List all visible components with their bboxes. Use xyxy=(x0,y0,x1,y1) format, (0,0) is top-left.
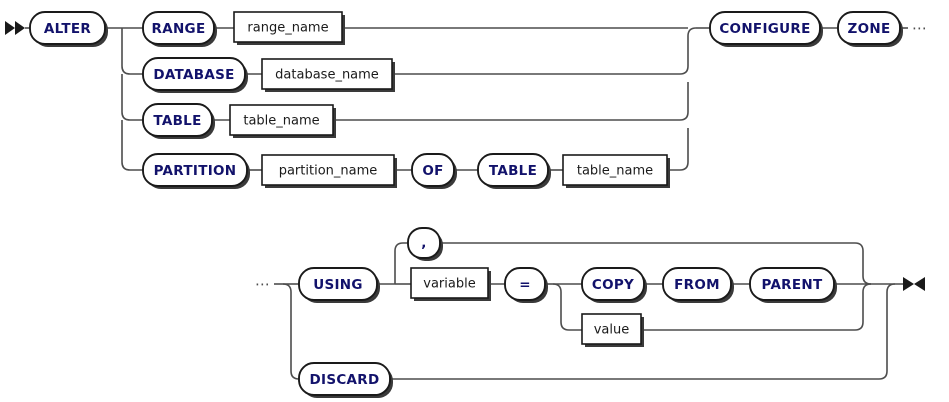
rail-partition-tail xyxy=(667,128,689,171)
node-table-label: TABLE xyxy=(153,113,201,129)
node-equals[interactable]: = xyxy=(504,267,548,303)
node-table-name-2-label: table_name xyxy=(577,164,653,179)
rail-discard-tail xyxy=(390,283,896,380)
node-parent-label: PARENT xyxy=(761,277,823,293)
node-configure[interactable]: CONFIGURE xyxy=(709,11,823,47)
rail-value-tail xyxy=(641,283,872,331)
node-configure-label: CONFIGURE xyxy=(719,21,810,37)
node-alter[interactable]: ALTER xyxy=(29,11,108,47)
node-database-name-label: database_name xyxy=(275,68,379,83)
node-of-label: OF xyxy=(422,163,443,179)
node-table-name-2[interactable]: table_name xyxy=(562,154,670,188)
node-value-label: value xyxy=(594,323,630,338)
node-zone[interactable]: ZONE xyxy=(837,11,903,47)
node-table-name-label: table_name xyxy=(243,114,319,129)
node-table[interactable]: TABLE xyxy=(142,103,215,139)
node-partition-name-label: partition_name xyxy=(279,164,378,179)
end-marker xyxy=(903,277,925,291)
continuation-after-zone: ⋯ xyxy=(912,19,928,37)
node-copy-label: COPY xyxy=(592,277,634,293)
node-from-label: FROM xyxy=(674,277,720,293)
node-discard-label: DISCARD xyxy=(309,372,379,388)
continuation-before-using: ⋯ xyxy=(255,275,271,293)
node-database[interactable]: DATABASE xyxy=(142,57,248,93)
rail-fan-partition xyxy=(121,120,143,171)
rail-to-value xyxy=(552,283,582,331)
rail-table-tail xyxy=(333,82,689,121)
node-table-2[interactable]: TABLE xyxy=(477,153,551,189)
bottom-rails xyxy=(274,242,903,380)
node-range-name[interactable]: range_name xyxy=(233,11,345,45)
node-comma-label: , xyxy=(421,235,426,251)
node-range[interactable]: RANGE xyxy=(142,11,217,47)
node-zone-label: ZONE xyxy=(848,21,891,37)
node-range-name-label: range_name xyxy=(247,21,328,36)
start-marker xyxy=(5,21,25,35)
node-copy[interactable]: COPY xyxy=(581,267,647,303)
rail-loop-return xyxy=(440,242,872,285)
top-rails xyxy=(25,27,908,171)
node-of[interactable]: OF xyxy=(411,153,457,189)
node-partition[interactable]: PARTITION xyxy=(142,153,250,189)
rail-database-tail xyxy=(392,27,697,75)
node-using[interactable]: USING xyxy=(298,267,380,303)
rail-split-discard xyxy=(282,283,300,380)
node-table-2-label: TABLE xyxy=(489,163,537,179)
node-variable-label: variable xyxy=(423,277,475,292)
node-alter-label: ALTER xyxy=(44,21,91,37)
node-parent[interactable]: PARENT xyxy=(749,267,837,303)
node-partition-label: PARTITION xyxy=(154,163,237,179)
rail-loop-up-left xyxy=(394,242,408,284)
node-value[interactable]: value xyxy=(581,313,644,347)
node-range-label: RANGE xyxy=(152,21,206,37)
node-database-label: DATABASE xyxy=(153,67,234,83)
node-equals-label: = xyxy=(519,277,531,293)
node-from[interactable]: FROM xyxy=(662,267,734,303)
node-variable[interactable]: variable xyxy=(410,267,491,301)
node-comma[interactable]: , xyxy=(407,227,443,261)
node-discard[interactable]: DISCARD xyxy=(298,362,393,398)
node-table-name[interactable]: table_name xyxy=(229,104,336,138)
rail-fan-database xyxy=(121,28,143,75)
rail-fan-table xyxy=(121,74,143,121)
node-using-label: USING xyxy=(313,277,363,293)
node-partition-name[interactable]: partition_name xyxy=(261,154,397,188)
node-database-name[interactable]: database_name xyxy=(261,58,395,92)
